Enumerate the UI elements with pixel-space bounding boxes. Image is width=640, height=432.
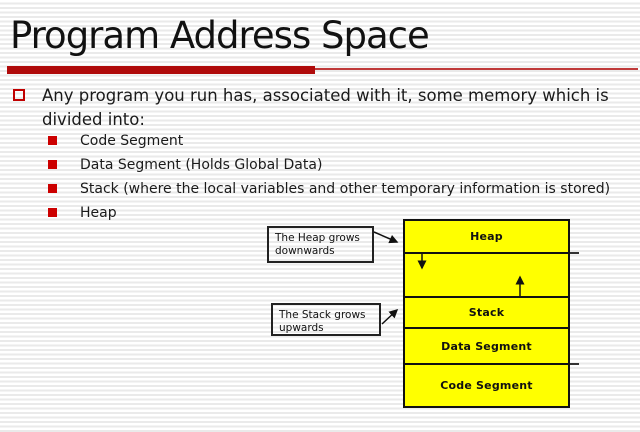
- filled-square-bullet-icon: [48, 160, 57, 169]
- callout-text: The Heap grows downwards: [275, 232, 360, 257]
- filled-square-bullet-icon: [48, 184, 57, 193]
- title-underline-thick: [7, 66, 315, 74]
- filled-square-bullet-icon: [48, 136, 57, 145]
- list-item-label: Code Segment: [80, 133, 184, 149]
- list-item-heap: Heap: [48, 203, 628, 224]
- filled-square-bullet-icon: [48, 208, 57, 217]
- segment-growth-gap: [405, 254, 568, 298]
- segment-heap: Heap: [405, 221, 568, 254]
- segment-label: Code Segment: [440, 379, 533, 392]
- callout-heap-growth: The Heap grows downwards: [267, 226, 374, 263]
- page-title: Program Address Space: [10, 14, 430, 57]
- title-underline-thin: [7, 68, 638, 70]
- callout-stack-growth: The Stack grows upwards: [271, 303, 381, 336]
- list-item-label: Stack (where the local variables and oth…: [80, 181, 611, 197]
- intro-bullet: Any program you run has, associated with…: [13, 84, 613, 132]
- segment-label: Data Segment: [441, 339, 532, 353]
- open-square-bullet-icon: [13, 89, 25, 101]
- segment-label: Stack: [468, 306, 505, 319]
- list-item-data-segment: Data Segment (Holds Global Data): [48, 155, 628, 176]
- intro-text: Any program you run has, associated with…: [42, 86, 609, 129]
- list-item-code-segment: Code Segment: [48, 131, 628, 152]
- memory-segments-list: Code Segment Data Segment (Holds Global …: [48, 131, 628, 227]
- list-item-label: Heap: [80, 205, 117, 221]
- callout-text: The Stack grows upwards: [279, 309, 366, 334]
- segment-data: Data Segment: [405, 329, 568, 365]
- segment-code: Code Segment: [405, 365, 568, 406]
- memory-diagram: Heap Stack Data Segment Code Segment: [403, 219, 570, 408]
- list-item-label: Data Segment (Holds Global Data): [80, 157, 323, 173]
- stack-callout-arrow: [381, 308, 399, 325]
- heap-callout-arrow: [373, 231, 399, 244]
- segment-stack: Stack: [405, 298, 568, 329]
- segment-label: Heap: [470, 230, 503, 243]
- list-item-stack: Stack (where the local variables and oth…: [48, 179, 628, 200]
